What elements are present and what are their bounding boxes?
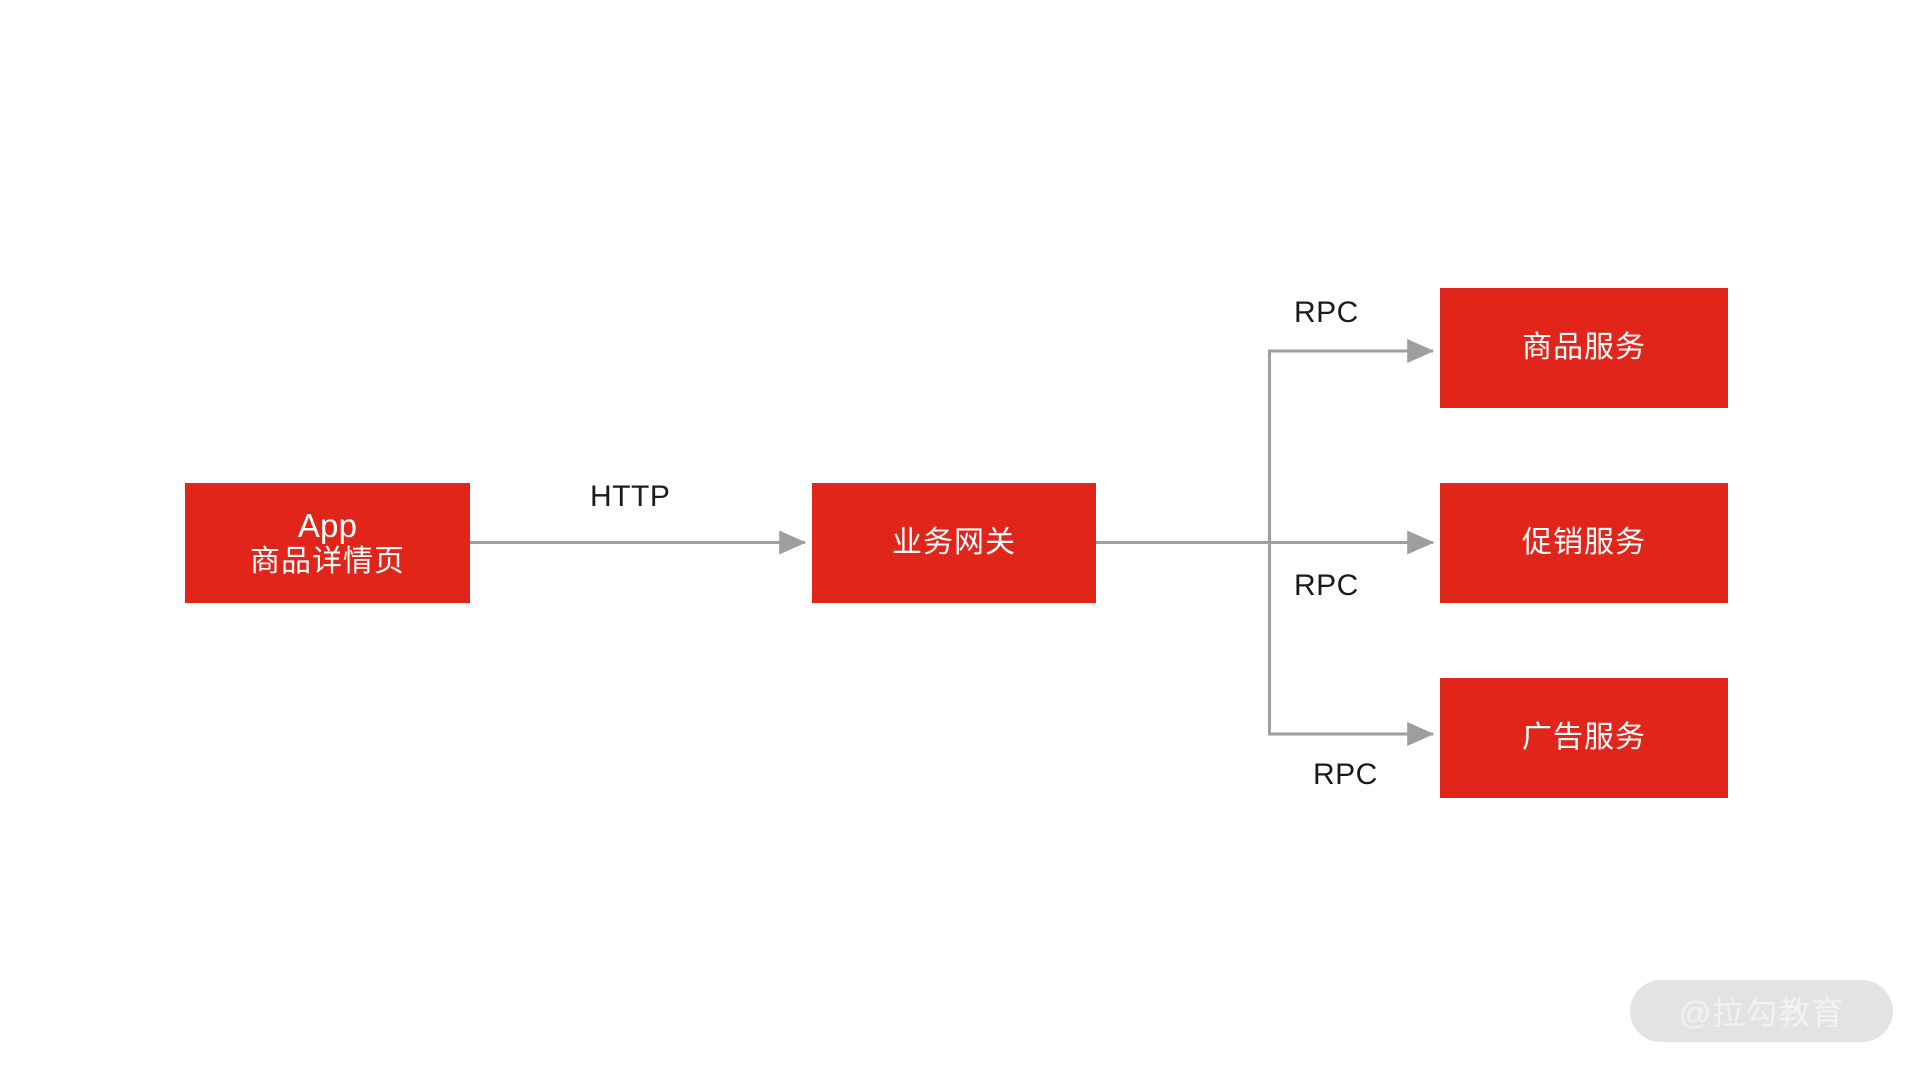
node-product-service-title: 商品服务 <box>1522 331 1646 365</box>
node-app[interactable]: App 商品详情页 <box>185 483 470 603</box>
node-gateway-title: 业务网关 <box>892 526 1016 560</box>
node-app-subtitle: 商品详情页 <box>250 544 405 578</box>
node-gateway[interactable]: 业务网关 <box>812 483 1096 603</box>
node-promotion-service[interactable]: 促销服务 <box>1440 483 1728 603</box>
edge-label-rpc-product: RPC <box>1294 296 1359 329</box>
node-promotion-service-title: 促销服务 <box>1522 526 1646 560</box>
watermark-text: @拉勾教育 <box>1678 995 1845 1031</box>
edge-label-http: HTTP <box>590 480 671 513</box>
node-product-service[interactable]: 商品服务 <box>1440 288 1728 408</box>
node-ad-service-title: 广告服务 <box>1522 721 1646 755</box>
watermark-badge: @拉勾教育 <box>1630 980 1893 1042</box>
node-app-title: App <box>297 506 358 544</box>
edge-gateway-trunk <box>1096 351 1271 734</box>
edge-label-rpc-ad: RPC <box>1313 758 1378 791</box>
edge-label-rpc-promotion: RPC <box>1294 569 1359 602</box>
node-ad-service[interactable]: 广告服务 <box>1440 678 1728 798</box>
